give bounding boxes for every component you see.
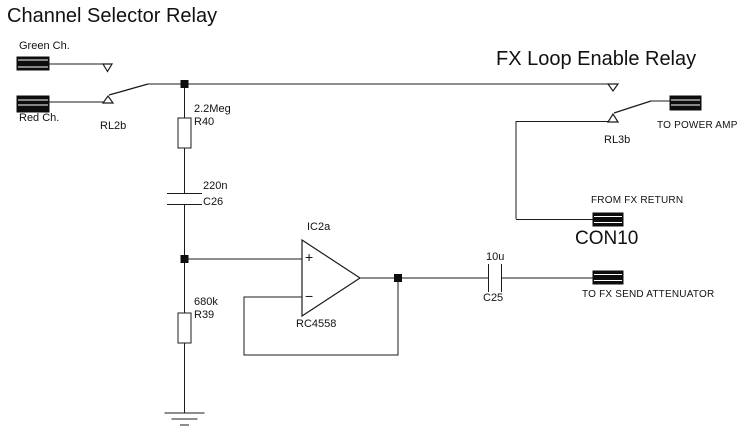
rl3b-switch-blade [613,100,652,114]
rl3b-label: RL3b [604,134,631,146]
connector-to-power-amp-icon [669,95,702,111]
con10-label: CON10 [575,228,639,249]
ic2a-ref-label: IC2a [307,221,331,233]
rl2b-common-contact-arrow-icon [101,94,115,104]
connector-red-ch-icon [16,95,50,113]
r39-value-label: 680k [194,296,218,308]
opamp-minus-sign: − [305,288,314,304]
fx-loop-nc-contact-arrow-icon [606,83,620,93]
c26-ref-label: C26 [203,196,224,208]
to-fx-send-label: TO FX SEND ATTENUATOR [582,289,715,300]
green-ch-label: Green Ch. [19,40,70,52]
c25-value-label: 10u [486,251,505,263]
fx-loop-title: FX Loop Enable Relay [496,48,697,70]
r40-ref-label: R40 [194,116,215,128]
opamp-plus-sign: + [305,249,314,265]
connector-from-fx-return-icon [592,212,624,227]
capacitor-c25-plates [487,264,503,292]
ic2a-part-label: RC4558 [296,318,337,330]
rl3b-common-contact-arrow-icon [606,112,620,123]
connector-to-fx-send-icon [592,270,624,285]
ground-symbol-icon [164,412,205,426]
c26-value-label: 220n [203,180,228,192]
to-power-amp-label: TO POWER AMP [657,120,738,131]
rl2b-switch-blade [108,83,149,96]
opamp-triangle [301,238,362,318]
rl2b-label: RL2b [100,120,127,132]
capacitor-c26-plates [167,192,202,206]
r40-value-label: 2.2Meg [194,103,231,115]
feedback-loop-wire [243,280,399,356]
red-ch-label: Red Ch. [19,112,60,124]
channel-selector-title: Channel Selector Relay [7,5,218,27]
resistor-r40-body [177,117,192,149]
connector-green-ch-icon [16,56,50,71]
r39-ref-label: R39 [194,309,215,321]
from-fx-return-label: FROM FX RETURN [591,195,684,206]
resistor-r39-body [177,312,192,344]
junction-dot-bus [180,80,189,88]
green-nc-contact-arrow-icon [101,63,114,73]
junction-dot-output [394,274,402,282]
c25-ref-label: C25 [483,292,504,304]
